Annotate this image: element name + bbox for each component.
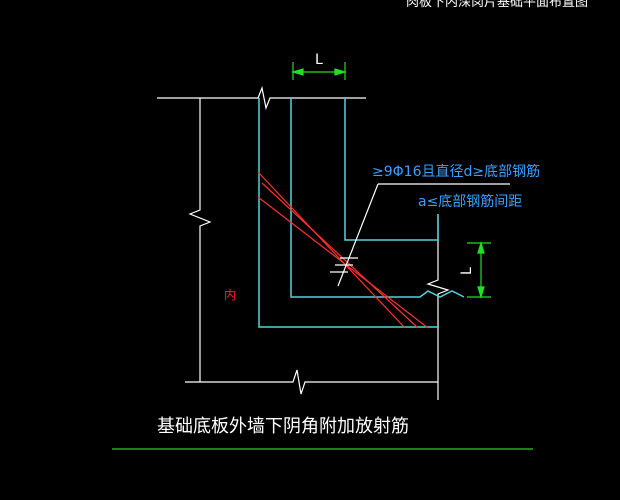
- rebar-spec-annotation: ≥9Φ16且直径d≥底部钢筋: [372, 163, 540, 180]
- drawing-header-text: 肉板下内深岗片基础平面布置图: [406, 0, 588, 10]
- rebar-line-3: [257, 196, 429, 329]
- wall-slab-lines: [258, 98, 465, 328]
- leader-line: [337, 183, 379, 287]
- left-break-line: [188, 98, 212, 382]
- figure-caption: 基础底板外墙下阴角附加放射筋: [157, 416, 409, 437]
- spacing-annotation: a≤底部钢筋间距: [418, 193, 522, 210]
- top-break-line: [157, 85, 366, 111]
- leader-annotation: [330, 183, 510, 287]
- wall-inner-line: [290, 98, 465, 298]
- foundation-outline: [157, 85, 450, 400]
- dimension-right: [467, 240, 491, 300]
- bottom-break-line: [185, 369, 438, 395]
- right-break-line: [426, 214, 450, 400]
- inner-side-label: 内: [224, 288, 236, 302]
- wall-outer-line: [344, 98, 439, 241]
- dimension-top-label: L: [315, 52, 323, 68]
- slab-outer-line: [258, 98, 438, 328]
- dimension-top: [290, 62, 348, 80]
- dimension-right-label: L: [459, 267, 475, 275]
- rebar-line-2: [261, 182, 419, 329]
- dim-right-arrow-bottom: [477, 286, 485, 300]
- dim-right-arrow-top: [477, 240, 485, 254]
- dim-top-arrow-right: [334, 68, 348, 76]
- radial-rebars: [257, 171, 429, 329]
- dim-top-arrow-left: [290, 68, 304, 76]
- rebar-line-1: [257, 171, 406, 329]
